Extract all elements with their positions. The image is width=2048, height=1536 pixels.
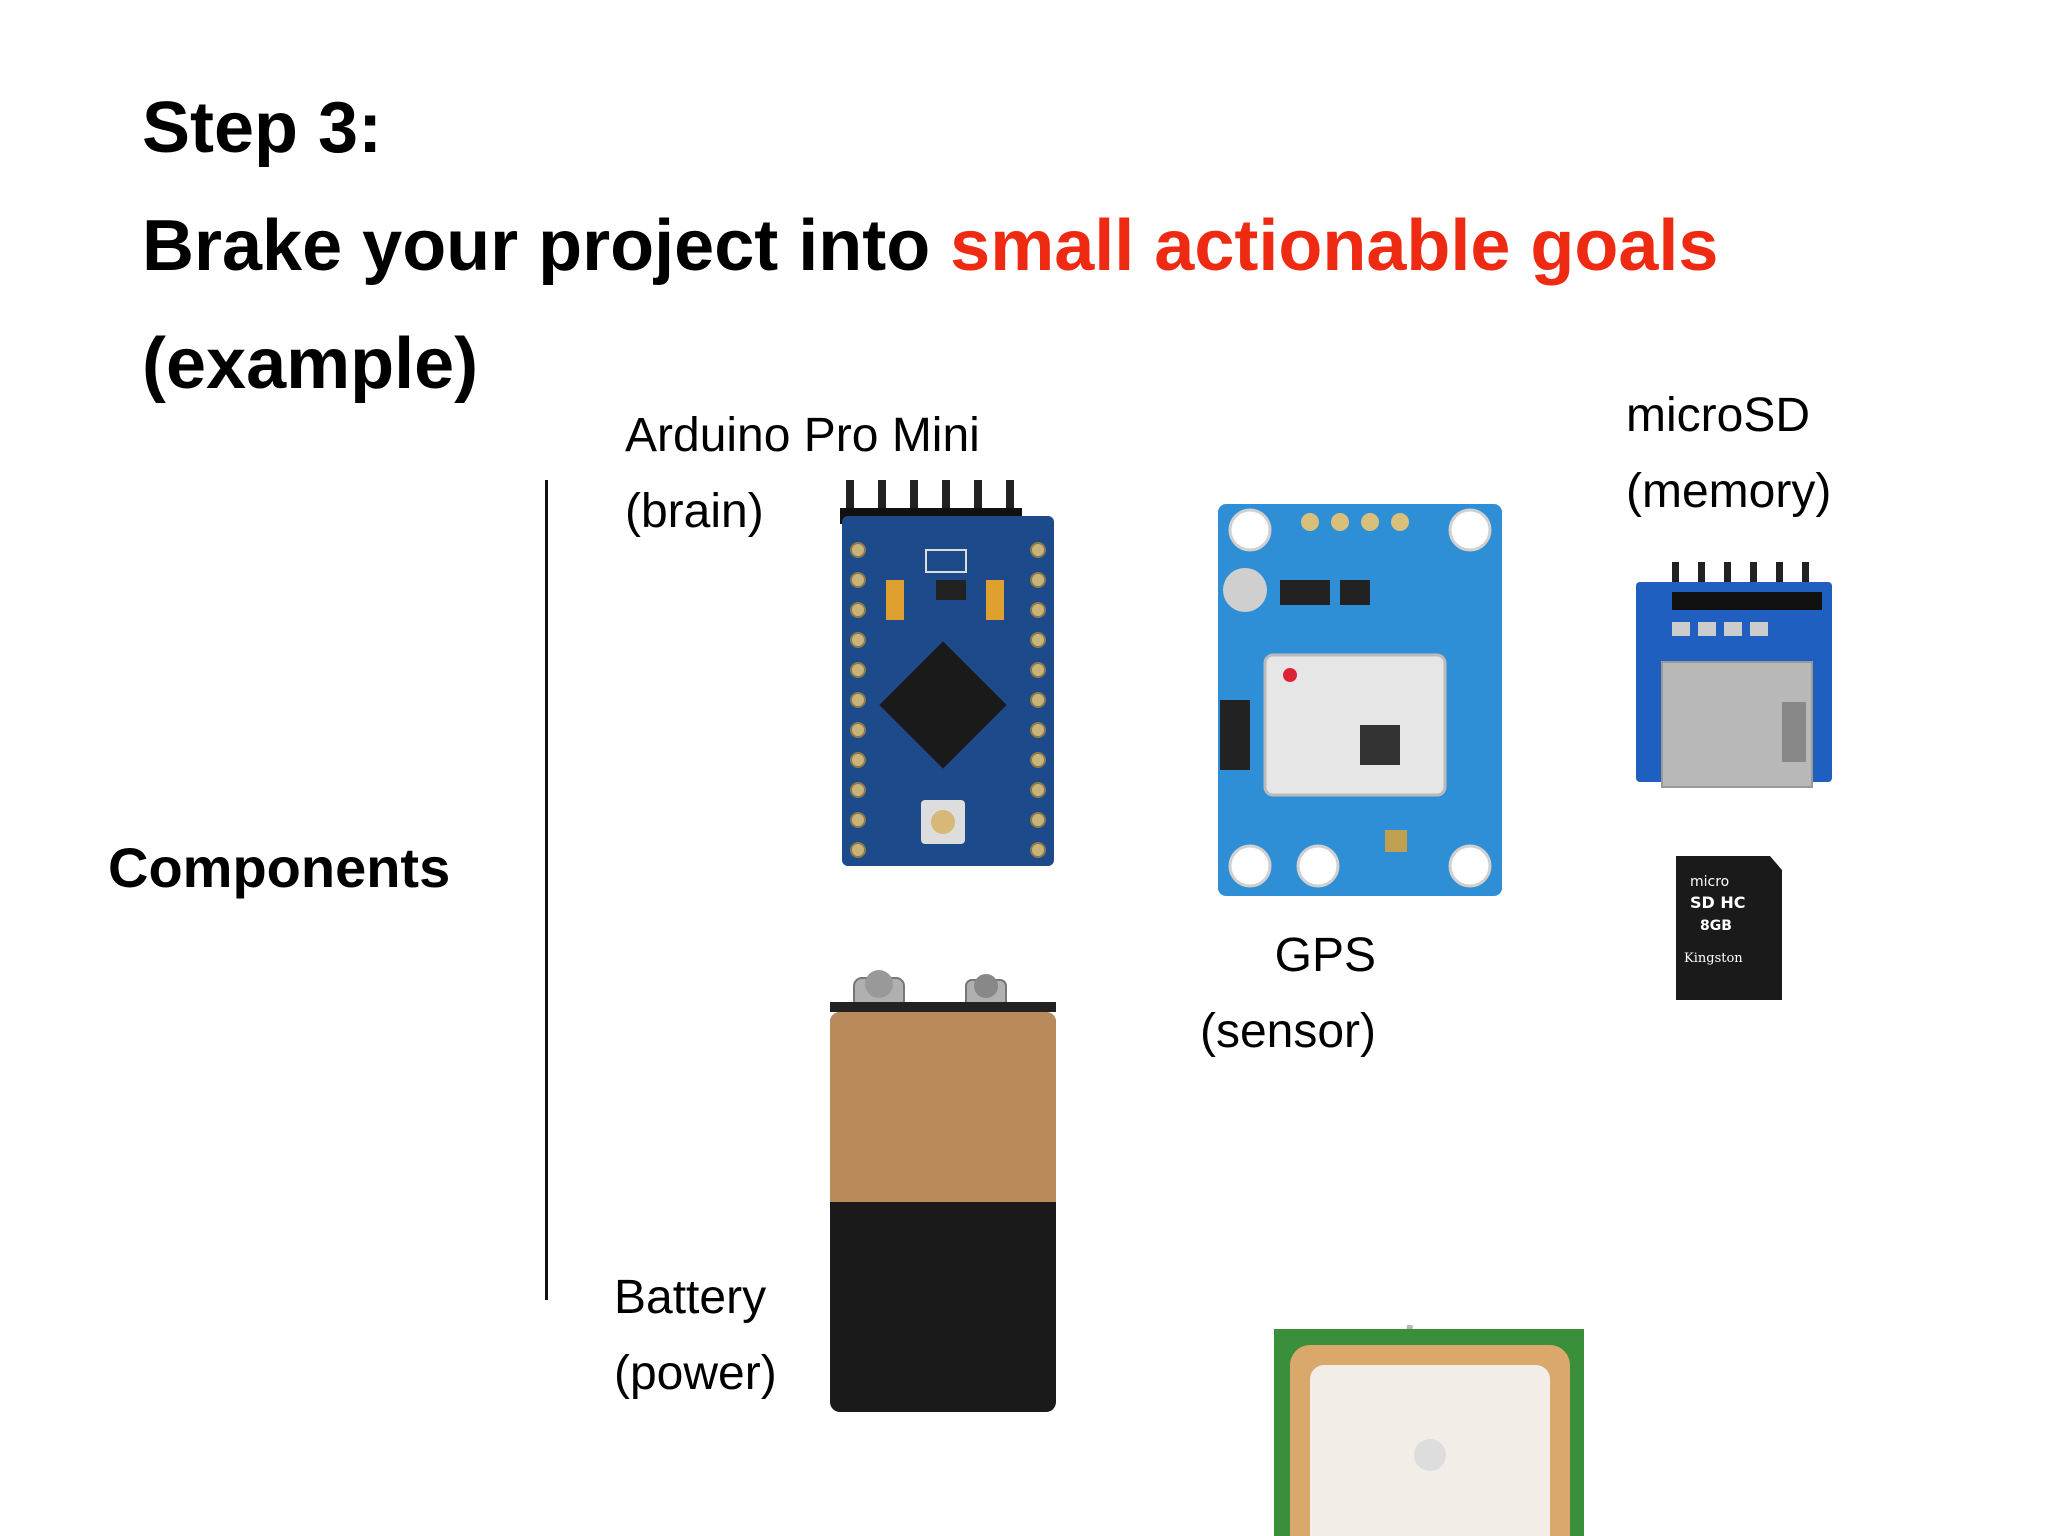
components-label: Components: [108, 836, 451, 899]
microsd-role: (memory): [1626, 465, 1832, 518]
battery-role: (power): [614, 1347, 777, 1400]
title-highlight: small actionable goals: [950, 206, 1719, 286]
slide-title-example: (example): [142, 324, 479, 404]
divider-line: [545, 480, 548, 1300]
svg-text:8GB: 8GB: [1700, 918, 1732, 934]
microsd-card-image: micro SD HC 8GB Kingston: [1670, 850, 1790, 1010]
svg-text:SD HC: SD HC: [1690, 893, 1746, 912]
arduino-pro-mini-image: [836, 480, 1066, 890]
svg-text:Kingston: Kingston: [1684, 951, 1743, 966]
gps-label: GPS (sensor): [1180, 918, 1376, 1070]
microsd-name: microSD: [1626, 389, 1811, 442]
slide-title-step: Step 3:: [142, 88, 383, 168]
title-text: Brake your project into: [142, 206, 951, 286]
battery-label: Battery (power): [614, 1260, 777, 1412]
arduino-name: Arduino Pro Mini: [625, 409, 980, 462]
slide-title-main: Brake your project into small actionable…: [142, 210, 1718, 282]
gps-antenna-image: [1270, 1325, 1590, 1536]
gps-name: GPS: [1274, 929, 1376, 982]
microsd-module-image: [1632, 562, 1842, 802]
svg-text:micro: micro: [1690, 874, 1729, 890]
microsd-label: microSD (memory): [1626, 378, 1831, 530]
gps-module-image: [1210, 500, 1510, 900]
arduino-role: (brain): [625, 485, 764, 538]
battery-name: Battery: [614, 1271, 767, 1324]
gps-role: (sensor): [1199, 1005, 1376, 1058]
arduino-label: Arduino Pro Mini (brain): [625, 398, 980, 550]
battery-image: [826, 970, 1066, 1420]
